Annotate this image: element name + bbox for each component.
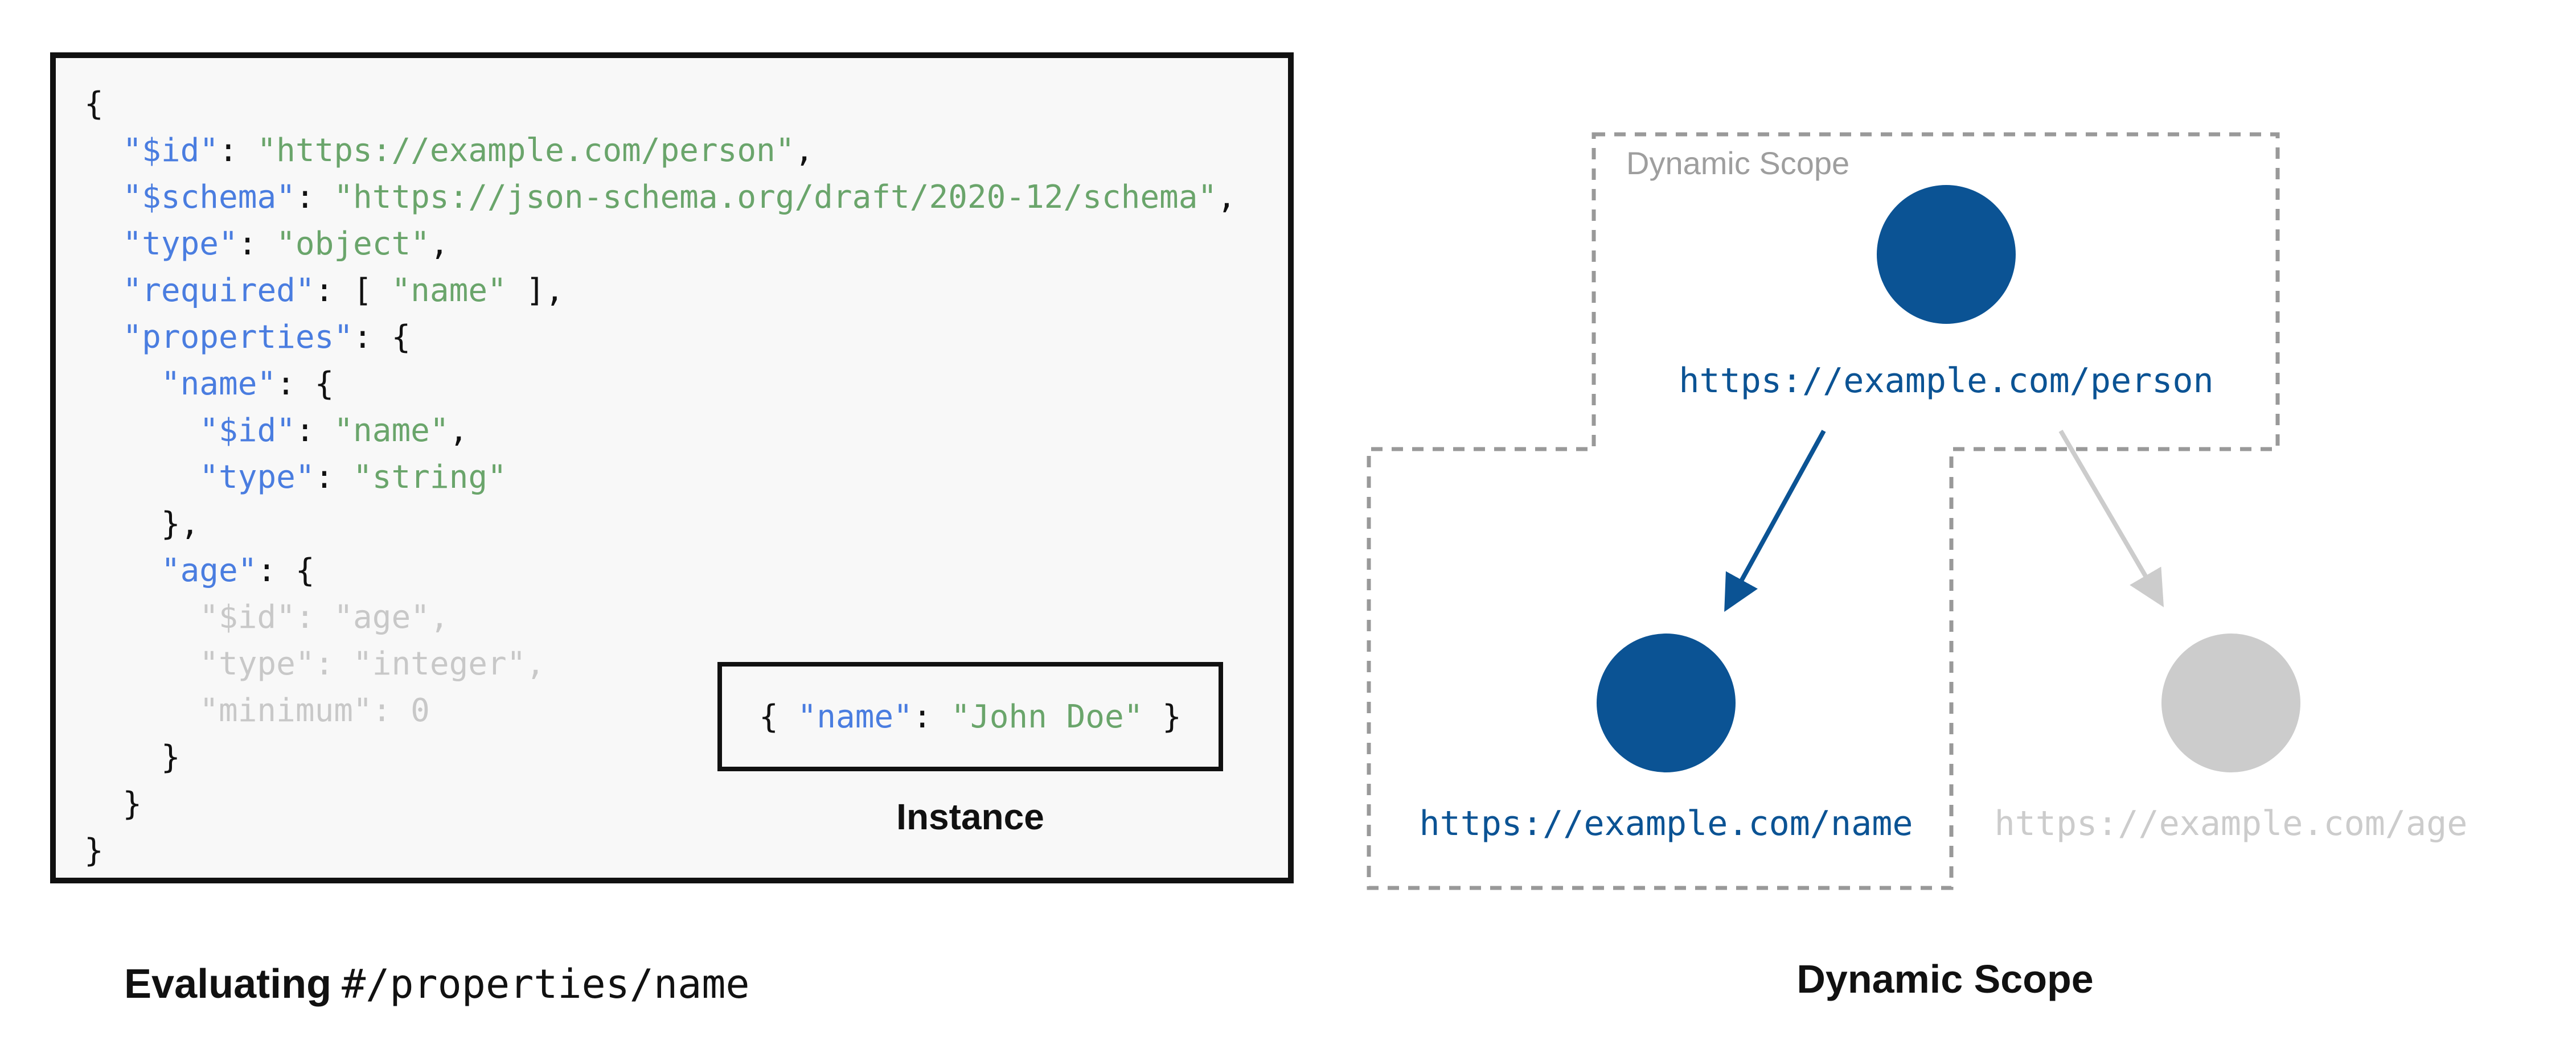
evaluating-caption: Evaluating#/properties/name [124, 961, 750, 1007]
code-token: : [295, 179, 334, 216]
code-token: : [237, 225, 277, 262]
evaluating-caption-pointer: #/properties/name [342, 961, 750, 1007]
code-token: } [84, 785, 142, 822]
code-line: "properties": { [84, 314, 1236, 361]
code-token: }, [84, 505, 200, 542]
code-line: "name": { [84, 361, 1236, 408]
code-token: "name" [391, 272, 507, 309]
code-token: , [1217, 179, 1236, 216]
dynamic-scope-boundary [1367, 132, 2280, 890]
code-token: "$id": "age", [84, 599, 449, 636]
code-line: "required": [ "name" ], [84, 268, 1236, 314]
code-line: } [84, 781, 1236, 828]
code-token: "https://example.com/person" [257, 132, 795, 169]
code-token: "properties" [122, 319, 354, 356]
code-line: { [84, 81, 1236, 127]
code-token: : [295, 412, 334, 449]
code-line: "$schema": "https://json-schema.org/draf… [84, 174, 1236, 221]
instance-label: Instance [896, 796, 1044, 837]
arrow-person-to-age [2058, 429, 2164, 607]
code-token: } [84, 832, 104, 869]
code-token: "type" [122, 225, 238, 262]
code-token: : { [353, 319, 411, 356]
code-token: "minimum": 0 [84, 692, 430, 729]
code-line: } [84, 734, 1236, 781]
code-token: "object" [276, 225, 430, 262]
dynamic-scope-caption: Dynamic Scope [1796, 957, 2094, 1001]
code-token: : [912, 698, 951, 735]
code-token: "$id" [122, 132, 219, 169]
schema-code-box [50, 52, 1294, 883]
code-line: "type": "object", [84, 221, 1236, 268]
instance-box: { "name": "John Doe" } [717, 662, 1223, 771]
code-token: , [429, 225, 449, 262]
code-token: : { [257, 552, 315, 589]
name-node-url: https://example.com/name [1419, 804, 1913, 844]
code-token: : [ [314, 272, 392, 309]
code-token: "$schema" [122, 179, 296, 216]
person-node-circle [1877, 185, 2016, 324]
code-token: : [314, 459, 354, 496]
code-line: "$id": "age", [84, 594, 1236, 641]
code-token: "required" [122, 272, 315, 309]
code-token: "string" [353, 459, 507, 496]
code-token: , [449, 412, 469, 449]
code-token: "type": "integer", [84, 645, 545, 682]
age-node-circle [2161, 634, 2300, 772]
code-token: { [84, 85, 104, 122]
code-token: ], [506, 272, 564, 309]
code-line: "age": { [84, 548, 1236, 594]
code-token: , [794, 132, 814, 169]
age-node-url: https://example.com/age [1994, 804, 2468, 844]
code-token: "name" [334, 412, 449, 449]
code-token: "$id" [199, 412, 296, 449]
person-node-url: https://example.com/person [1679, 361, 2214, 401]
instance-code: { "name": "John Doe" } [759, 698, 1182, 735]
code-token: } [84, 739, 181, 776]
code-line: "minimum": 0 [84, 688, 1236, 734]
code-line: "type": "string" [84, 454, 1236, 501]
code-token: "John Doe" [951, 698, 1143, 735]
evaluating-caption-bold: Evaluating [124, 961, 332, 1007]
code-line: "type": "integer", [84, 641, 1236, 688]
code-token: : { [276, 365, 334, 402]
code-token: "age" [161, 552, 257, 589]
code-token: "name" [797, 698, 913, 735]
schema-code: { "$id": "https://example.com/person", "… [84, 81, 1236, 874]
code-token: { [759, 698, 798, 735]
dynamic-scope-region-label: Dynamic Scope [1626, 145, 1850, 181]
code-token: "type" [199, 459, 315, 496]
code-token: } [1143, 698, 1182, 735]
code-line: "$id": "name", [84, 408, 1236, 454]
code-token: "name" [161, 365, 277, 402]
code-token: : [219, 132, 257, 169]
code-line: } [84, 828, 1236, 874]
name-node-circle [1597, 634, 1736, 772]
code-token: "https://json-schema.org/draft/2020-12/s… [334, 179, 1217, 216]
code-line: "$id": "https://example.com/person", [84, 127, 1236, 174]
code-line: }, [84, 501, 1236, 548]
arrow-person-to-name [1724, 430, 1826, 612]
